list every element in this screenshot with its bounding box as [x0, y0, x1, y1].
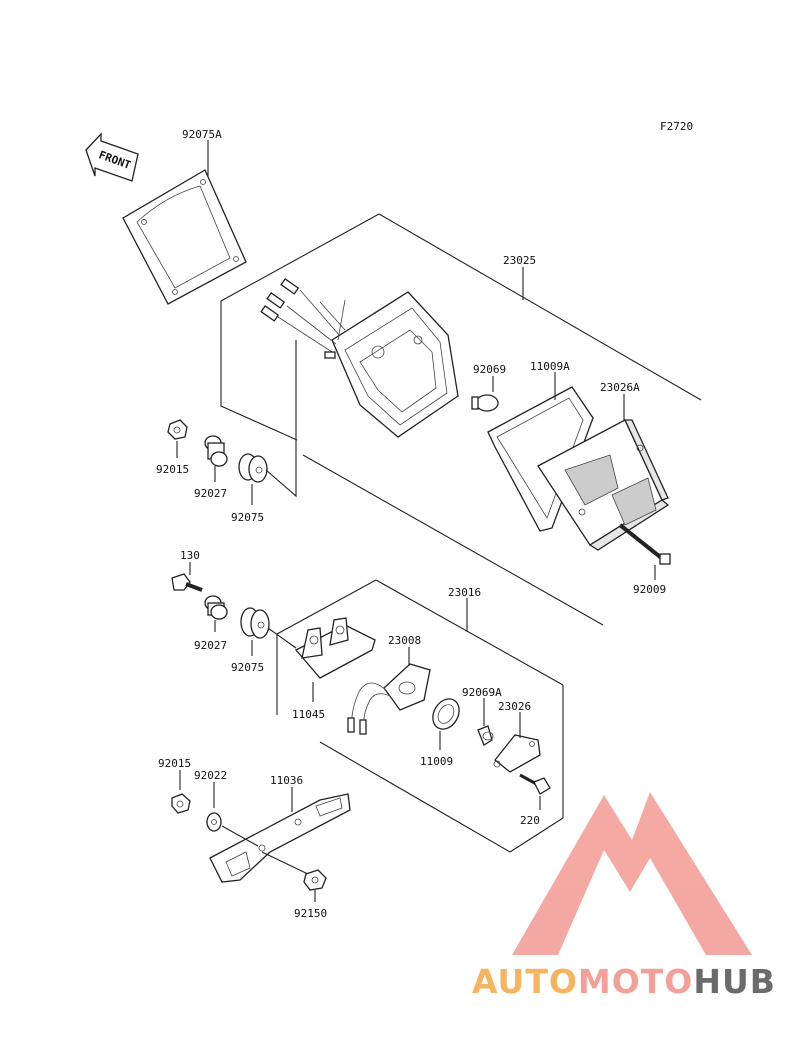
callout-23026: 23026 — [498, 700, 531, 713]
license-lamp-housing-23008 — [347, 663, 431, 735]
gasket-92075a — [122, 169, 247, 305]
callout-11009a: 11009A — [530, 360, 570, 373]
grommet-92075-upper — [238, 453, 268, 483]
callout-92015-lower: 92015 — [158, 757, 191, 770]
collar-92027-upper — [204, 435, 228, 467]
washer-92022 — [206, 812, 222, 832]
callout-92069a: 92069A — [462, 686, 502, 699]
callout-92075-upper: 92075 — [231, 511, 264, 524]
tail-lamp-housing — [260, 278, 459, 438]
watermark-brand: AUTOMOTOHUB — [472, 962, 800, 1001]
screw-92009 — [618, 523, 671, 565]
callout-23016: 23016 — [448, 586, 481, 599]
callout-11045: 11045 — [292, 708, 325, 721]
bracket-11045 — [294, 617, 376, 679]
watermark-auto: AUTO — [472, 962, 578, 1001]
bracket-11036 — [209, 793, 351, 883]
lens-23026a — [537, 419, 670, 551]
grommet-92075-lower — [240, 607, 270, 639]
nut-92015-lower — [171, 793, 191, 814]
callout-92009: 92009 — [633, 583, 666, 596]
bolt-92150 — [303, 869, 327, 891]
callout-92015-upper: 92015 — [156, 463, 189, 476]
collar-92027-lower — [204, 595, 228, 620]
watermark-moto: MOTO — [577, 962, 694, 1001]
callout-220: 220 — [520, 814, 540, 827]
assembly-frame-23025 — [220, 213, 702, 626]
lens-23026 — [493, 734, 541, 773]
callout-92075-lower: 92075 — [231, 661, 264, 674]
callout-11009: 11009 — [420, 755, 453, 768]
callout-23008: 23008 — [388, 634, 421, 647]
callout-92069: 92069 — [473, 363, 506, 376]
callout-92027-lower: 92027 — [194, 639, 227, 652]
bolt-130 — [171, 573, 203, 592]
callout-11036: 11036 — [270, 774, 303, 787]
screw-220 — [519, 773, 551, 795]
nut-92015-upper — [167, 419, 188, 440]
assembly-frame-23016 — [276, 579, 564, 853]
callout-130: 130 — [180, 549, 200, 562]
gasket-11009 — [432, 698, 460, 730]
watermark-hub: HUB — [693, 962, 776, 1001]
callout-92075a: 92075A — [182, 128, 222, 141]
callout-23026a: 23026A — [600, 381, 640, 394]
callout-23025: 23025 — [503, 254, 536, 267]
front-arrow-icon: FRONT — [85, 132, 139, 182]
bulb-92069a — [477, 725, 494, 746]
callout-92022: 92022 — [194, 769, 227, 782]
watermark-logo-icon — [512, 792, 752, 955]
bulb-92069 — [471, 394, 499, 412]
callout-92150: 92150 — [294, 907, 327, 920]
callout-92027-upper: 92027 — [194, 487, 227, 500]
figure-code: F2720 — [660, 120, 693, 133]
